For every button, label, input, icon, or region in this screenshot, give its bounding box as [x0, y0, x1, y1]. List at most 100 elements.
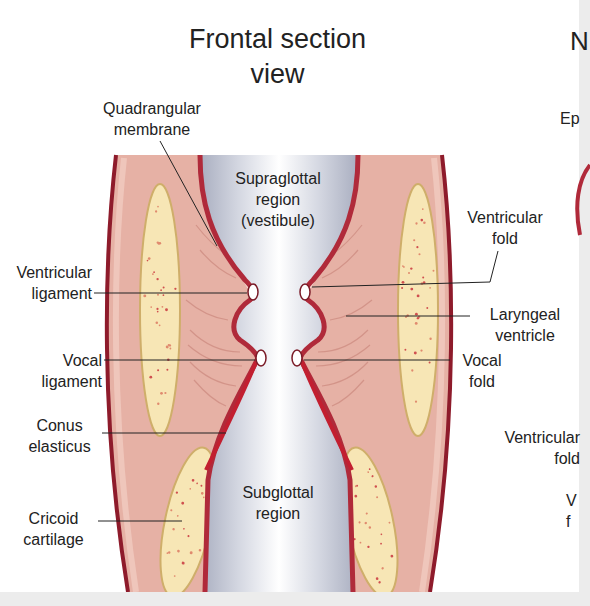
- cartilage-dot: [354, 495, 357, 498]
- cartilage-dots: [401, 208, 434, 403]
- cartilage-dot: [143, 294, 146, 297]
- cartilage-dot: [367, 545, 370, 548]
- part-label: Cricoid cartilage: [6, 508, 101, 550]
- cartilage-dot: [168, 344, 170, 346]
- cartilage-dot: [355, 485, 357, 487]
- cartilage-dot: [170, 509, 173, 512]
- cartilage-dot: [421, 219, 424, 222]
- cartilage-dot: [157, 403, 159, 405]
- cartilage-dot: [403, 266, 405, 268]
- cartilage-dot: [368, 526, 371, 529]
- cartilage-dot: [147, 260, 149, 262]
- cartilage-dot: [411, 369, 413, 371]
- laryngeal-wall: [107, 155, 451, 592]
- cartilage-dot: [415, 322, 418, 325]
- cartilage-dot: [422, 276, 424, 278]
- cartilage-dot: [369, 468, 371, 470]
- cartilage-dot: [376, 496, 378, 498]
- cartilage-dot: [157, 369, 159, 371]
- cartilage-dot: [422, 208, 424, 210]
- leader-line: [94, 293, 247, 294]
- cartilage-dot: [168, 551, 171, 554]
- cartilage-dot: [177, 550, 180, 553]
- cartilage-dot: [174, 575, 176, 577]
- cartilage-dot: [157, 294, 159, 296]
- cartilage-dot: [417, 317, 419, 319]
- cartilage-dot: [401, 287, 403, 289]
- cartilage-dot: [156, 278, 158, 280]
- cartilage-dot: [358, 521, 360, 523]
- leader-lines: [94, 141, 498, 521]
- cartilage-dot: [420, 349, 422, 351]
- cartilage-dot: [191, 479, 194, 482]
- cartilage-dots: [143, 206, 176, 405]
- cartilage-dot: [163, 294, 165, 296]
- conus-elasticus: [206, 362, 256, 470]
- muscle-fibre: [194, 380, 226, 406]
- cartilage-dot: [166, 369, 168, 371]
- cartilage-dot: [150, 306, 152, 308]
- vocal-ligament: [292, 350, 302, 366]
- cartilage-dot: [165, 308, 168, 311]
- cartilage-dot: [402, 281, 405, 284]
- leader-line: [346, 316, 470, 317]
- airway-lumen: [200, 155, 358, 592]
- part-label: Quadrangular membrane: [92, 98, 212, 140]
- cartilage-dot: [157, 311, 159, 313]
- muscle-fibre: [322, 362, 368, 386]
- cartilage-dot: [152, 273, 154, 275]
- cartilage-dot: [426, 307, 428, 309]
- panel-border: [0, 592, 590, 606]
- cartilage-dot: [429, 361, 431, 363]
- region-label: Supraglottal region (vestibule): [228, 168, 328, 231]
- thyroid-cartilage: [140, 184, 180, 436]
- cartilage-dot: [159, 324, 161, 326]
- cartilage-dot: [380, 533, 382, 535]
- part-label: Vocal fold: [452, 350, 512, 392]
- part-label: Conus elasticus: [12, 415, 107, 457]
- cartilage-dot: [189, 551, 192, 554]
- part-label: Ventricular fold: [455, 207, 555, 249]
- cartilage-dot: [433, 270, 435, 272]
- muscle-fibre: [186, 300, 228, 320]
- cartilage-dot: [410, 267, 412, 269]
- ventricular-ligament: [248, 284, 258, 300]
- cartilage-dot: [429, 287, 431, 289]
- cartilage-dot: [176, 491, 179, 494]
- cartilage-dot: [390, 555, 393, 558]
- outer-wall-edge: [107, 155, 128, 592]
- cartilage-dot: [187, 535, 189, 537]
- leader-line: [312, 251, 498, 287]
- outer-wall-edge: [430, 155, 451, 592]
- cartilage-dot: [380, 543, 382, 545]
- cartilage-dot: [181, 501, 184, 504]
- ventricular-ligament: [300, 284, 310, 300]
- cartilage-dot: [413, 239, 415, 241]
- muscle-fibre: [188, 345, 242, 366]
- leader-line: [160, 141, 217, 246]
- muscle-fibre: [332, 380, 364, 406]
- cropped-label: N: [570, 24, 590, 58]
- cartilage-dot: [367, 471, 369, 473]
- cartilage-dot: [160, 392, 163, 395]
- leader-line: [104, 360, 255, 361]
- cartilage-dot: [183, 528, 185, 530]
- leader-line: [304, 360, 450, 361]
- cartilage-dot: [189, 488, 191, 490]
- cartilage-dot: [408, 272, 410, 274]
- cartilage-dot: [415, 401, 417, 403]
- part-label: Laryngeal ventricle: [470, 304, 580, 346]
- cartilage-dot: [160, 289, 162, 291]
- cartilage-dot: [166, 346, 169, 349]
- cropped-label: V f: [566, 490, 580, 532]
- cartilage-dot: [364, 522, 367, 525]
- muscle-fibre: [316, 345, 370, 366]
- part-label: Vocal ligament: [20, 350, 102, 392]
- cartilage-dot: [148, 257, 151, 260]
- cartilage-dot: [404, 349, 406, 351]
- panel-border: [579, 0, 590, 606]
- thyroid-cartilage: [398, 184, 438, 436]
- cartilage-dot: [163, 287, 165, 289]
- cartilage-dot: [170, 348, 172, 350]
- cartilage-dot: [366, 512, 369, 515]
